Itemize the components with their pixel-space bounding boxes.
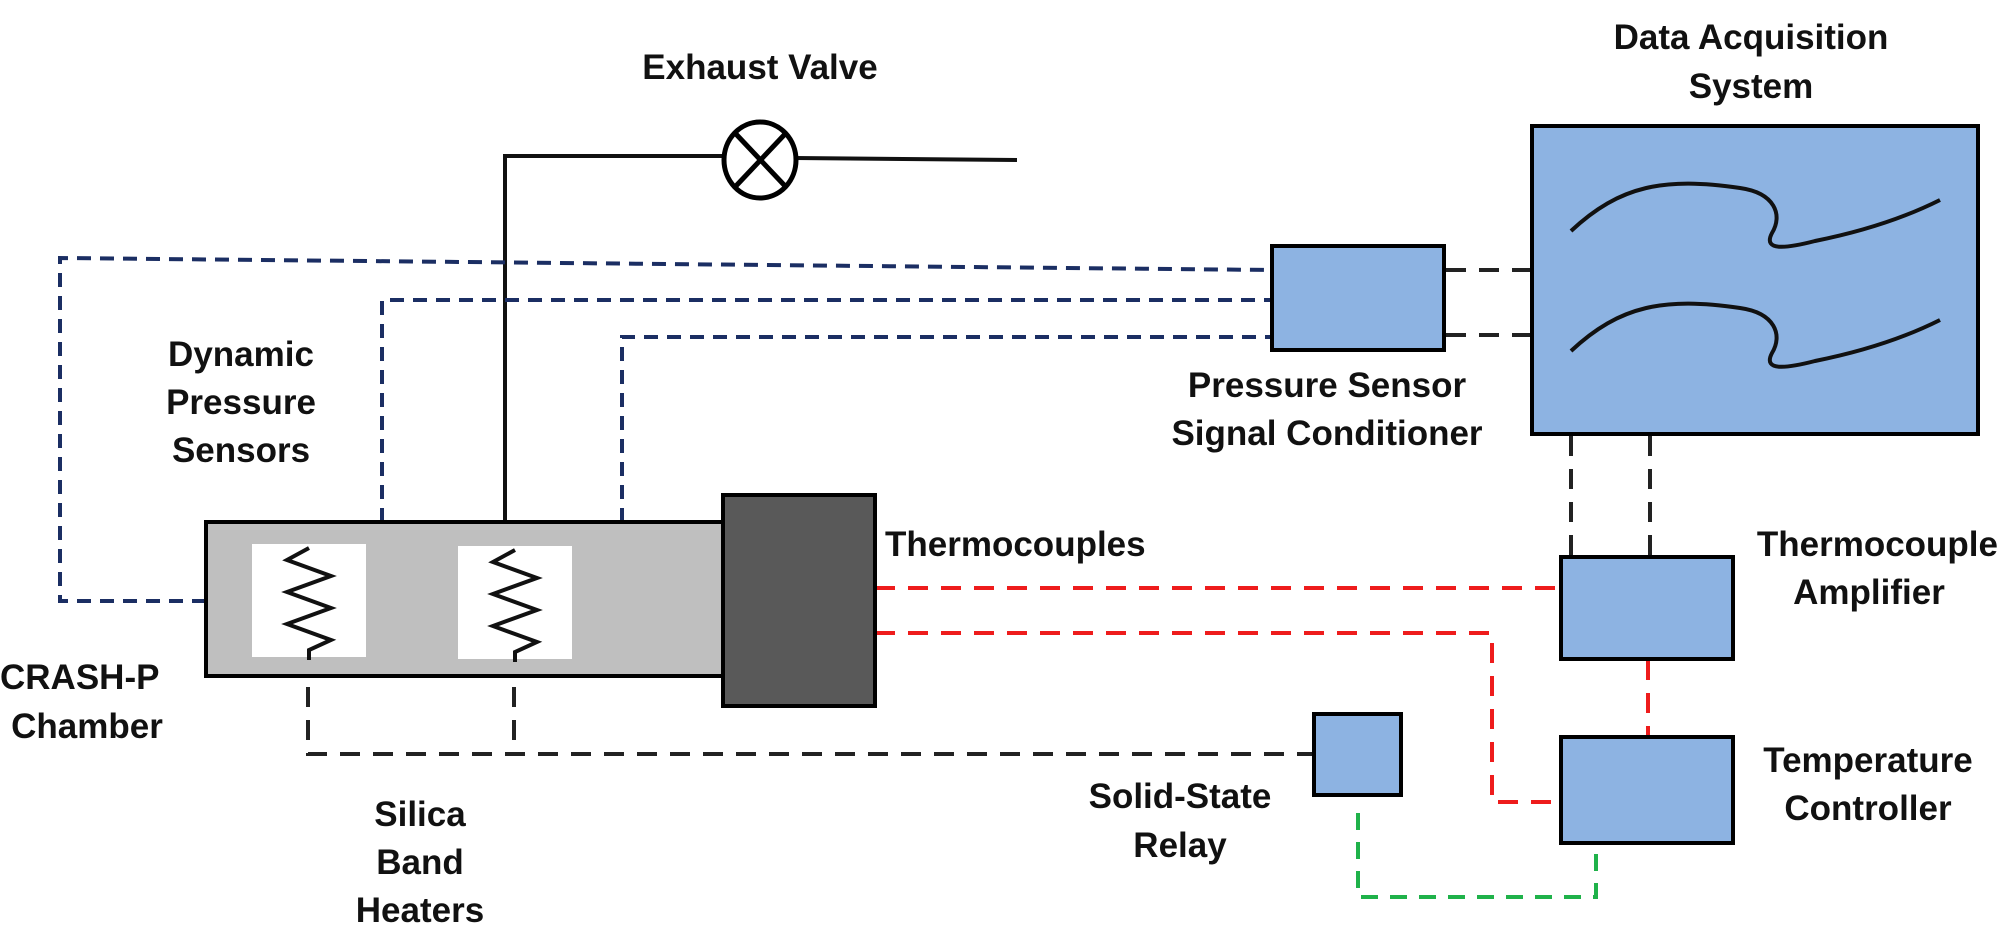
psc-label-line1: Pressure Sensor <box>1188 366 1467 405</box>
temp-ctrl-label-line2: Controller <box>1784 789 1952 828</box>
heaters-label-line1: Silica <box>374 795 466 834</box>
resistor-zigzag-icon <box>487 548 543 662</box>
chamber-flange <box>721 493 877 708</box>
relay-label-line1: Solid-State <box>1089 777 1272 816</box>
waveform-icon <box>1569 181 1941 249</box>
signal-conditioner-box <box>1270 244 1446 352</box>
heaters-label-line3: Heaters <box>356 891 484 930</box>
psc-label-line2: Signal Conditioner <box>1171 414 1482 453</box>
daq-label-line1: Data Acquisition <box>1614 18 1889 57</box>
tc-amp-label-line1: Thermocouple <box>1757 525 1998 564</box>
thermocouple-amplifier-box <box>1559 555 1735 661</box>
daq-label-line2: System <box>1689 67 1814 106</box>
chamber-label-line1: CRASH-P <box>0 658 159 697</box>
valve-icon <box>721 119 799 201</box>
relay-label-line2: Relay <box>1133 826 1227 865</box>
dps-label-line3: Sensors <box>172 431 310 470</box>
exhaust-line <box>503 154 1018 522</box>
thermocouples-label: Thermocouples <box>885 525 1146 564</box>
data-signal-lines <box>306 268 1652 756</box>
heaters-label-line2: Band <box>376 843 464 882</box>
temp-ctrl-label-line1: Temperature <box>1763 741 1972 780</box>
thermocouple-lines <box>875 586 1650 804</box>
dps-label-line2: Pressure <box>166 383 316 422</box>
pressure-sensor-lines <box>58 255 1273 603</box>
waveform-icon <box>1569 301 1941 369</box>
exhaust-valve-label: Exhaust Valve <box>642 48 877 87</box>
daq-box <box>1530 124 1980 436</box>
relay-control-line <box>1356 813 1598 899</box>
chamber-label-line2: Chamber <box>11 707 163 746</box>
temperature-controller-box <box>1559 735 1735 845</box>
dps-label-line1: Dynamic <box>168 335 314 374</box>
resistor-zigzag-icon <box>281 546 337 660</box>
tc-amp-label-line2: Amplifier <box>1793 573 1945 612</box>
solid-state-relay-box <box>1312 712 1403 797</box>
